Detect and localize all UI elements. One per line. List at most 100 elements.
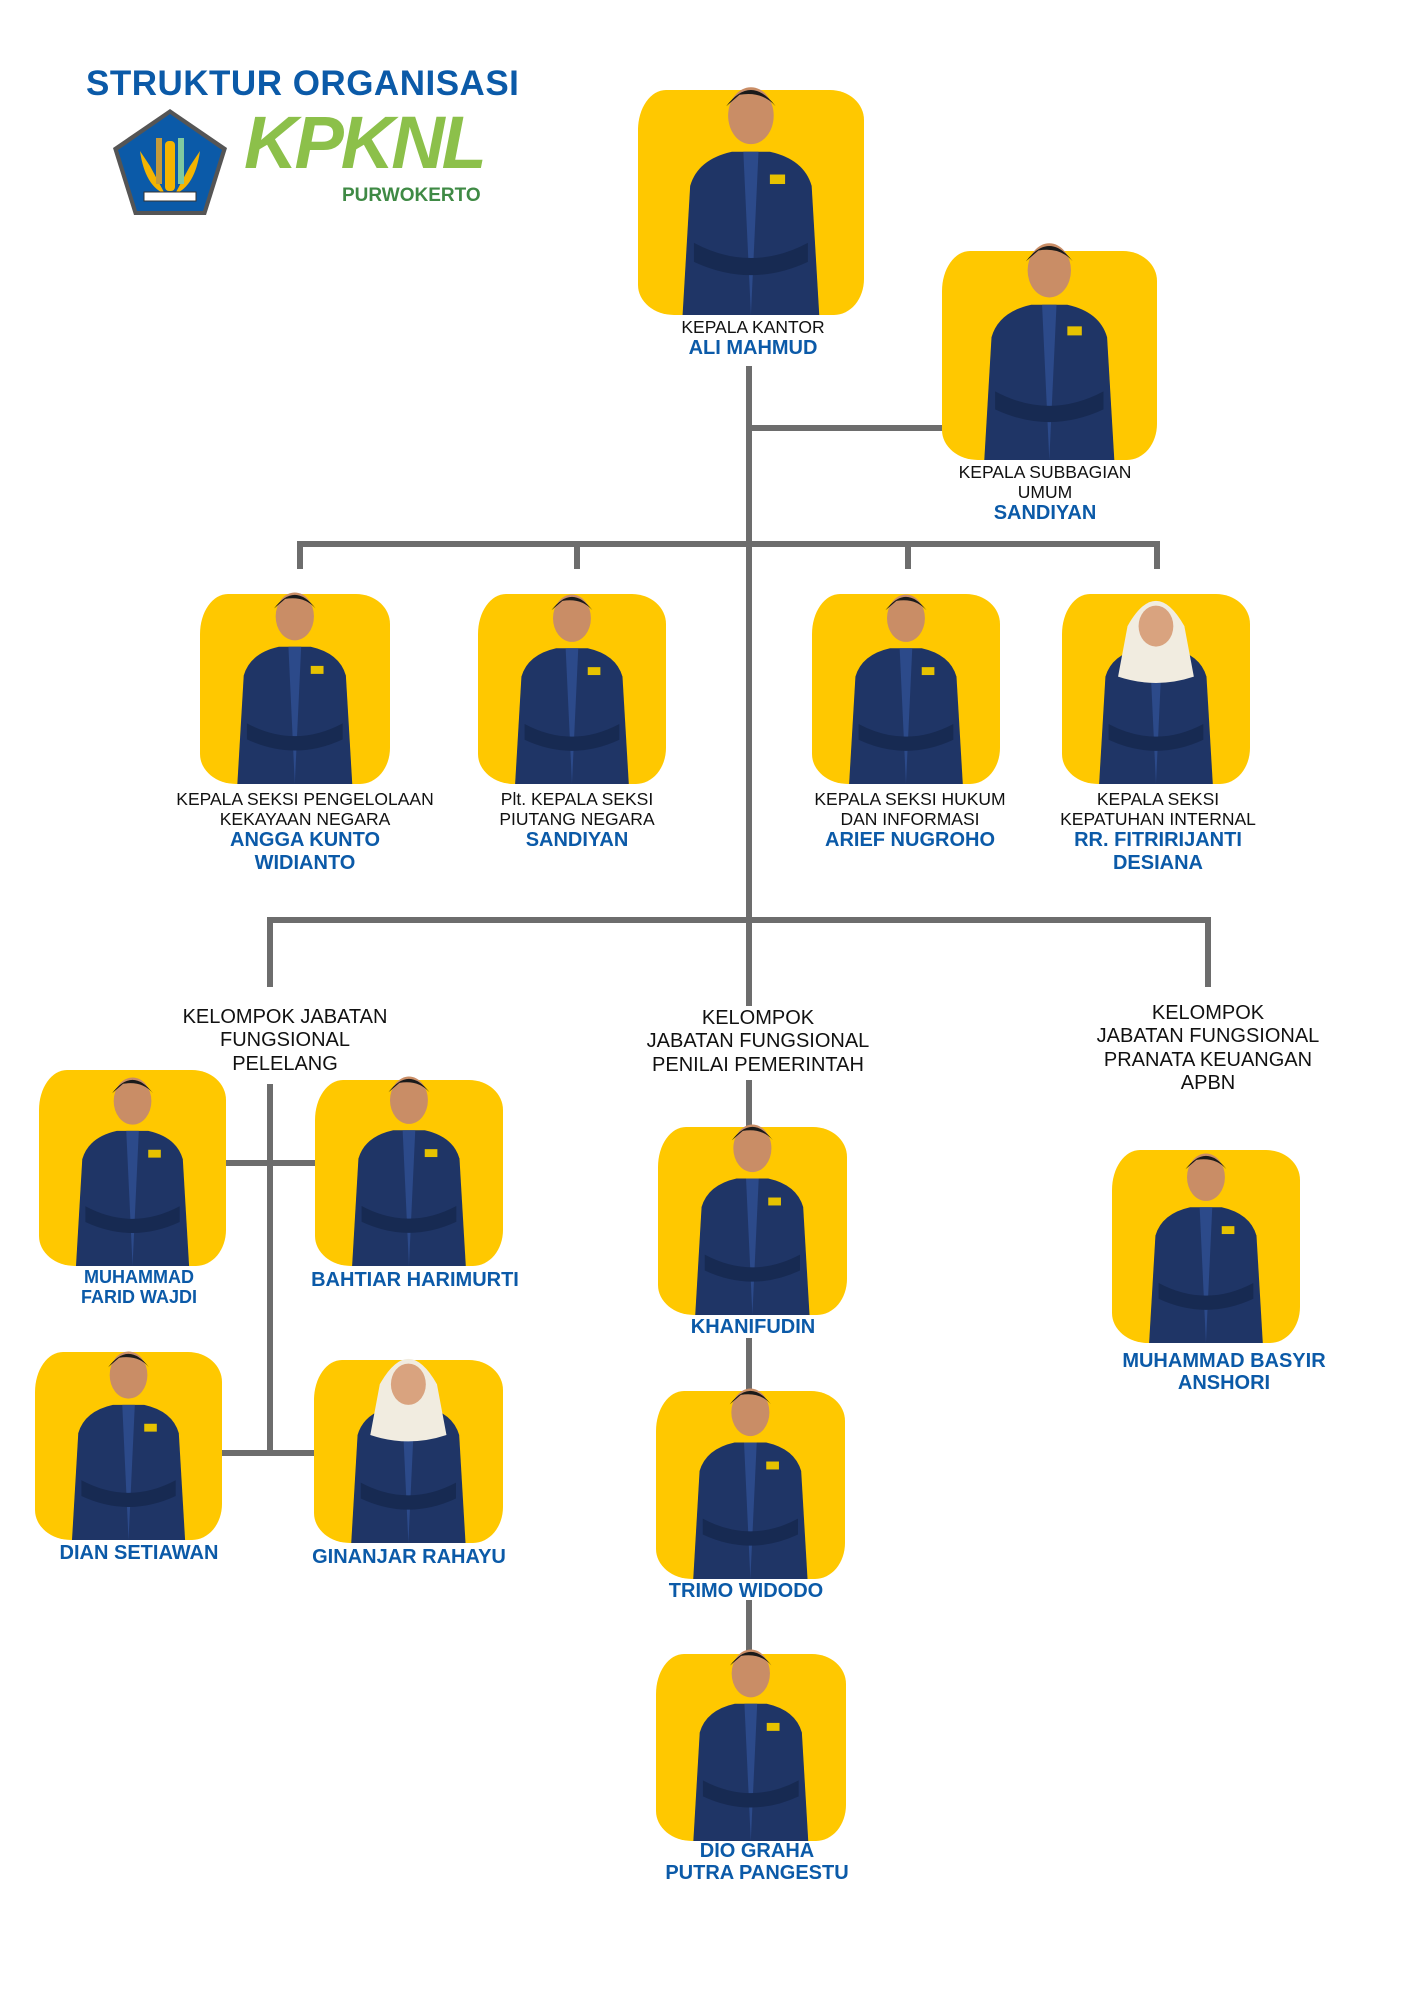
- connector-line: [746, 1600, 752, 1656]
- photo-card-dio: [656, 1649, 846, 1841]
- group-heading-pranata: KELOMPOK JABATAN FUNGSIONAL PRANATA KEUA…: [998, 1002, 1414, 1096]
- photo-card-kepala-subbagian: [942, 243, 1157, 460]
- person-name: ANGGA KUNTO: [230, 829, 380, 852]
- connector-line: [905, 541, 911, 569]
- role-text: KEPALA SEKSI PENGELOLAAN: [176, 789, 434, 809]
- member-label: KHANIFUDIN: [543, 1316, 963, 1339]
- role-text: PIUTANG NEGARA: [499, 809, 655, 830]
- group-heading-line: KELOMPOK: [1151, 1002, 1265, 1024]
- person-name: MUHAMMAD: [84, 1267, 194, 1287]
- person-name: WIDIANTO: [254, 852, 356, 875]
- person-name: ARIEF NUGROHO: [825, 829, 995, 852]
- person-name: GINANJAR RAHAYU: [312, 1546, 506, 1568]
- section-label: Plt. KEPALA SEKSI PIUTANG NEGARA SANDIYA…: [367, 789, 787, 852]
- photo-card-basyir: [1112, 1150, 1300, 1343]
- photo-card-seksi-pkn: [200, 592, 390, 784]
- group-heading-line: PRANATA KEUANGAN: [1103, 1048, 1313, 1071]
- group-heading-line: APBN: [1180, 1072, 1236, 1095]
- person-photo: [671, 1612, 831, 1841]
- member-label: MUHAMMAD FARID WAJDI: [0, 1267, 349, 1308]
- group-heading-penilai: KELOMPOK JABATAN FUNGSIONAL PENILAI PEME…: [548, 1007, 968, 1077]
- group-heading-line: KELOMPOK JABATAN: [182, 1006, 388, 1028]
- person-name: MUHAMMAD BASYIR: [1122, 1350, 1326, 1372]
- person-name: PUTRA PANGESTU: [665, 1862, 849, 1885]
- photo-card-seksi-piutang: [478, 594, 666, 784]
- member-label: DIO GRAHA PUTRA PANGESTU: [547, 1840, 967, 1885]
- photo-card-dian: [35, 1351, 222, 1540]
- role-text: UMUM: [1017, 482, 1073, 503]
- connector-line: [574, 541, 580, 569]
- connector-line: [267, 917, 273, 987]
- group-heading-line: PELELANG: [232, 1052, 338, 1075]
- person-photo: [673, 1085, 832, 1315]
- connector-line: [297, 541, 1160, 547]
- person-name: DIO GRAHA: [699, 1840, 815, 1862]
- member-label: DIAN SETIAWAN: [0, 1542, 349, 1565]
- person-name: SANDIYAN: [525, 829, 629, 852]
- group-heading-line: FUNGSIONAL: [219, 1029, 351, 1052]
- role-text: Plt. KEPALA SEKSI: [500, 789, 654, 809]
- kemenkeu-emblem-icon: [110, 106, 230, 218]
- photo-card-trimo: [656, 1388, 845, 1579]
- photo-card-ginanjar: [314, 1358, 503, 1543]
- photo-card-seksi-hi: [812, 594, 1000, 784]
- kpknl-logo-text: KPKNL: [244, 101, 487, 184]
- connector-line: [746, 1080, 752, 1130]
- role-text: KEKAYAAN NEGARA: [219, 809, 391, 830]
- connector-line: [224, 1160, 317, 1166]
- person-photo: [329, 1318, 488, 1543]
- person-name: SANDIYAN: [993, 502, 1097, 525]
- subbagian-label: KEPALA SUBBAGIAN UMUM SANDIYAN: [835, 462, 1255, 525]
- person-photo: [50, 1310, 207, 1540]
- connector-line: [267, 917, 1211, 923]
- section-label: KEPALA SEKSI KEPATUHAN INTERNAL RR. FITR…: [948, 789, 1368, 875]
- photo-card-farid: [39, 1070, 226, 1266]
- role-text: KEPALA SEKSI HUKUM: [814, 789, 1006, 809]
- group-heading-line: PENILAI PEMERINTAH: [652, 1053, 864, 1076]
- person-name: TRIMO WIDODO: [668, 1580, 824, 1602]
- group-heading-pelelang: KELOMPOK JABATAN FUNGSIONAL PELELANG: [75, 1006, 495, 1076]
- role-text: KEPALA SUBBAGIAN: [958, 462, 1132, 482]
- role-text: KEPALA SEKSI: [1096, 789, 1220, 809]
- role-text: KEPATUHAN INTERNAL: [1060, 809, 1256, 830]
- member-label: MUHAMMAD BASYIR ANSHORI: [1014, 1350, 1414, 1395]
- person-name: ALI MAHMUD: [688, 337, 818, 360]
- person-photo: [656, 48, 846, 315]
- connector-line: [220, 1450, 316, 1456]
- person-photo: [215, 552, 375, 784]
- person-name: DIAN SETIAWAN: [59, 1542, 219, 1564]
- connector-line: [746, 1338, 752, 1394]
- photo-card-seksi-kepatuhan: [1062, 594, 1250, 784]
- group-heading-line: JABATAN FUNGSIONAL: [1096, 1025, 1320, 1048]
- person-photo: [671, 1349, 830, 1579]
- person-name: DESIANA: [1112, 852, 1203, 875]
- section-label: KEPALA SEKSI PENGELOLAAN KEKAYAAN NEGARA…: [95, 789, 515, 875]
- person-photo: [493, 552, 651, 784]
- person-name: ANSHORI: [1177, 1372, 1271, 1395]
- group-heading-line: KELOMPOK: [701, 1007, 815, 1029]
- connector-line: [267, 1084, 273, 1456]
- photo-card-khanifudin: [658, 1124, 847, 1315]
- logo-subtitle: PURWOKERTO: [342, 185, 481, 206]
- person-name: KHANIFUDIN: [690, 1316, 816, 1338]
- person-photo: [827, 552, 985, 784]
- person-name: BAHTIAR HARIMURTI: [311, 1269, 519, 1291]
- person-photo: [330, 1038, 488, 1266]
- photo-card-kepala-kantor: [638, 87, 864, 315]
- member-label: TRIMO WIDODO: [536, 1580, 956, 1603]
- kepala-kantor-label: KEPALA KANTOR ALI MAHMUD: [543, 317, 963, 360]
- connector-line: [297, 541, 303, 569]
- person-name: RR. FITRIRIJANTI: [1074, 829, 1242, 852]
- connector-line: [749, 425, 944, 431]
- group-heading-line: JABATAN FUNGSIONAL: [646, 1030, 870, 1053]
- member-label: GINANJAR RAHAYU: [199, 1546, 619, 1569]
- section-label: KEPALA SEKSI HUKUM DAN INFORMASI ARIEF N…: [700, 789, 1120, 852]
- connector-line: [1205, 917, 1211, 987]
- photo-card-bahtiar: [315, 1076, 503, 1266]
- page-title: STRUKTUR ORGANISASI: [86, 64, 520, 103]
- role-text: KEPALA KANTOR: [681, 317, 825, 337]
- connector-line: [1154, 541, 1160, 569]
- person-name: FARID WAJDI: [80, 1286, 197, 1307]
- person-photo: [1127, 1108, 1285, 1343]
- person-photo: [959, 209, 1140, 460]
